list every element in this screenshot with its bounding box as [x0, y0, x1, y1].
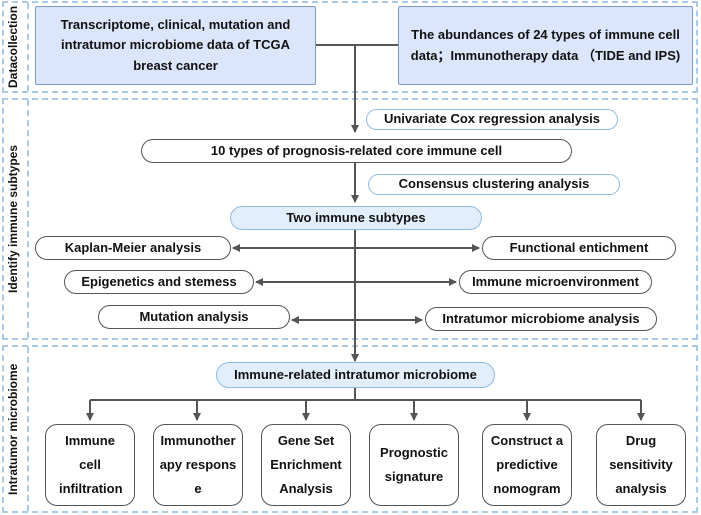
section-divider [27, 3, 29, 91]
microbiome-analysis-text: Intratumor microbiome analysis [442, 310, 640, 326]
tcga-data-box: Transcriptome, clinical, mutation and in… [35, 6, 316, 85]
immune-cell-infiltration-text: Immune cell infiltration [59, 432, 123, 497]
microbiome-analysis-box: Intratumor microbiome analysis [425, 307, 657, 331]
section-identify-subtypes [2, 98, 698, 340]
immunotherapy-response-text: Immunotherapy response [159, 432, 237, 497]
predictive-nomogram-box: Construct a predictive nomogram [482, 424, 572, 506]
consensus-clustering-text: Consensus clustering analysis [398, 176, 590, 192]
kaplan-meier-text: Kaplan-Meier analysis [64, 239, 202, 255]
cox-regression-text: Univariate Cox regression analysis [383, 111, 601, 127]
gsea-text: Gene Set Enrichment Analysis [270, 432, 342, 497]
core-immune-cells-box: 10 types of prognosis-related core immun… [141, 139, 572, 163]
mutation-analysis-text: Mutation analysis [139, 308, 249, 324]
epigenetics-box: Epigenetics and stemess [64, 270, 254, 294]
immunotherapy-response-box: Immunotherapy response [153, 424, 243, 506]
section-divider [27, 100, 29, 338]
section-divider [27, 347, 29, 511]
two-subtypes-box: Two immune subtypes [230, 206, 482, 230]
section-microbiome [2, 345, 698, 513]
cox-regression-label: Univariate Cox regression analysis [366, 109, 618, 130]
kaplan-meier-box: Kaplan-Meier analysis [35, 236, 231, 260]
gsea-box: Gene Set Enrichment Analysis [261, 424, 351, 506]
core-immune-cells-text: 10 types of prognosis-related core immun… [210, 142, 503, 158]
immune-microenvironment-box: Immune microenvironment [459, 270, 652, 294]
drug-sensitivity-box: Drug sensitivity analysis [596, 424, 686, 506]
immune-cell-infiltration-box: Immune cell infiltration [45, 424, 135, 506]
immune-data-box: The abundances of 24 types of immune cel… [398, 6, 693, 85]
predictive-nomogram-text: Construct a predictive nomogram [490, 432, 564, 497]
prognostic-signature-text: Prognostic signature [380, 444, 448, 484]
immune-microenvironment-text: Immune microenvironment [472, 273, 639, 289]
mutation-analysis-box: Mutation analysis [98, 305, 290, 329]
microbiome-hub-box: Immune-related intratumor microbiome [216, 362, 495, 388]
prognostic-signature-box: Prognostic signature [369, 424, 459, 506]
functional-enrichment-text: Functional entichment [509, 239, 649, 255]
functional-enrichment-box: Functional entichment [482, 236, 676, 260]
microbiome-hub-text: Immune-related intratumor microbiome [234, 366, 477, 382]
consensus-clustering-label: Consensus clustering analysis [368, 174, 620, 195]
tcga-data-text: Transcriptome, clinical, mutation and in… [60, 17, 291, 73]
drug-sensitivity-text: Drug sensitivity analysis [609, 432, 673, 497]
immune-data-text: The abundances of 24 types of immune cel… [410, 27, 681, 63]
epigenetics-text: Epigenetics and stemess [81, 273, 237, 289]
two-subtypes-text: Two immune subtypes [286, 209, 426, 225]
section-data-collection [2, 1, 698, 93]
